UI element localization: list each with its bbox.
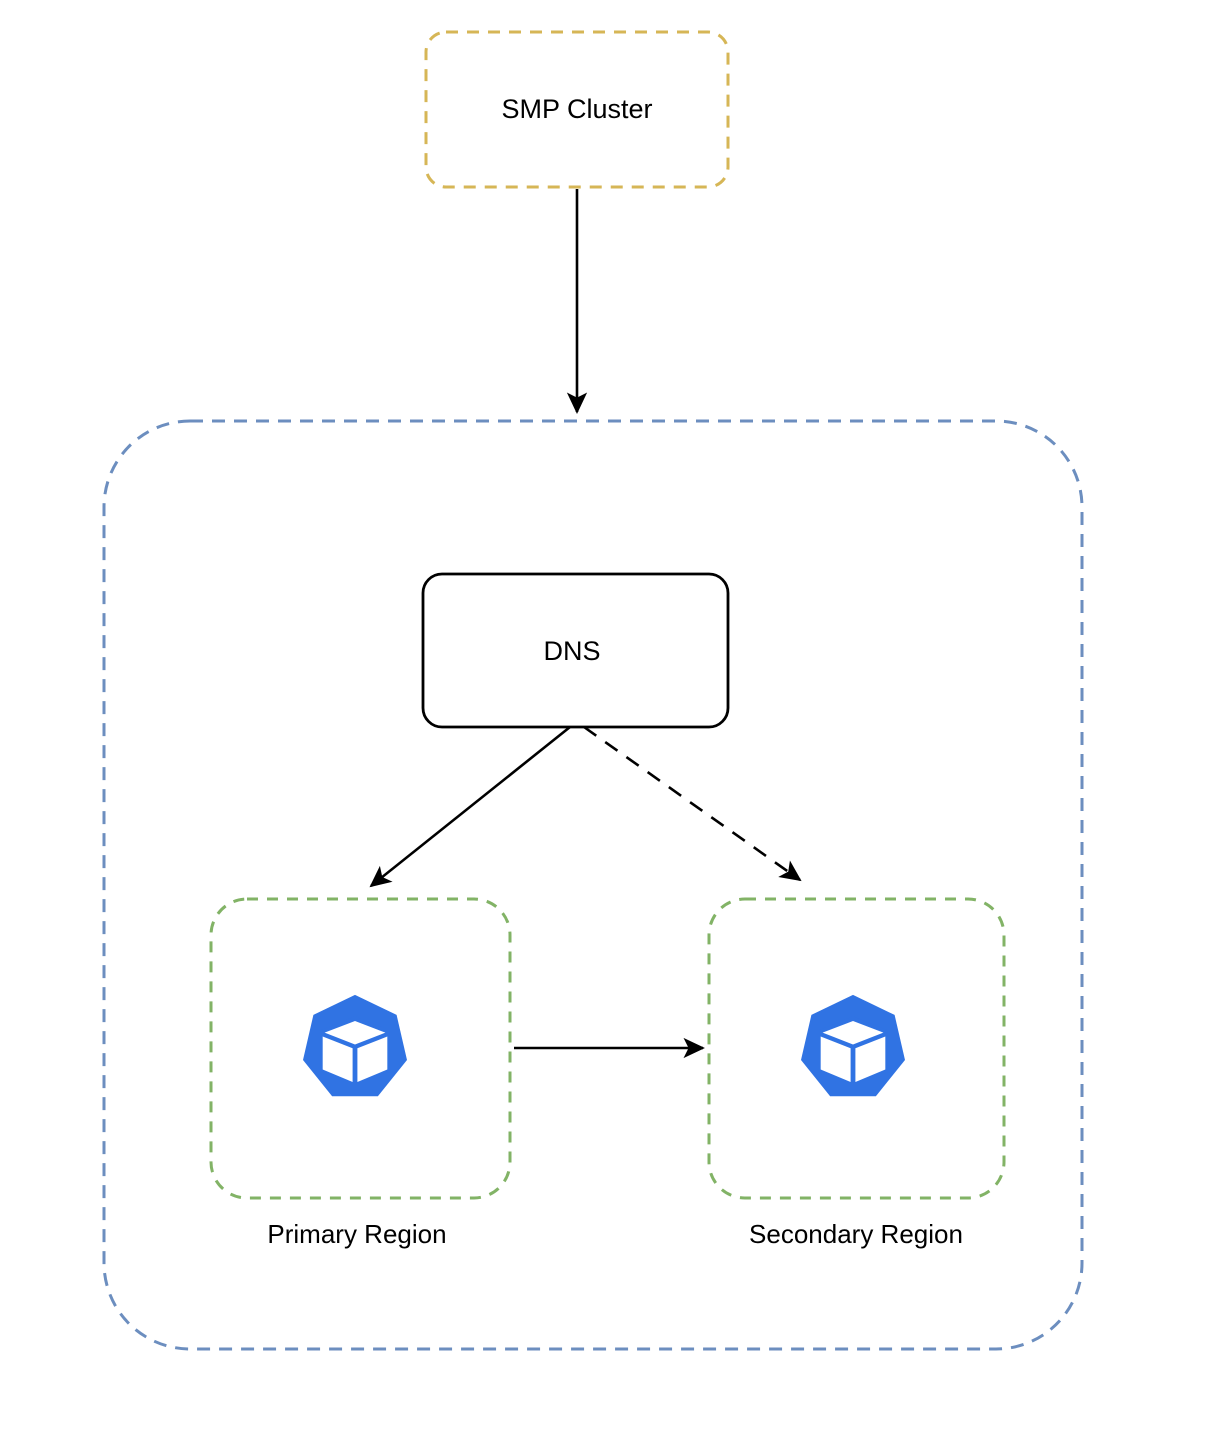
connector-dns-to-primary: [369, 725, 571, 888]
kubernetes-icon: [801, 994, 905, 1097]
connector-dns-to-secondary: [583, 725, 802, 882]
secondary-region-caption: Secondary Region: [749, 1219, 963, 1249]
smp-cluster-label: SMP Cluster: [501, 94, 652, 124]
kubernetes-icon: [303, 994, 407, 1097]
dns-box[interactable]: [421, 572, 730, 729]
outer-boundary-box: [102, 419, 1084, 1351]
smp-cluster-box[interactable]: [424, 30, 730, 189]
primary-region-caption: Primary Region: [267, 1219, 446, 1249]
dns-label: DNS: [543, 636, 600, 666]
